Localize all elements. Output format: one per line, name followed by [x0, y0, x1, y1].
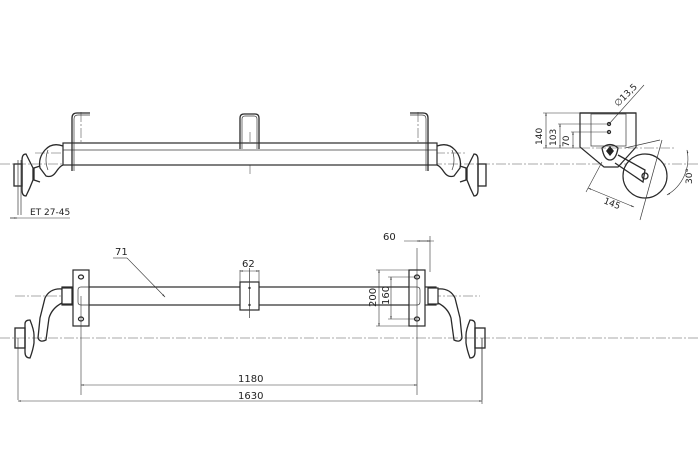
center-block-width-label: 62	[242, 259, 255, 270]
arm-angle-label: 30°	[685, 168, 695, 184]
center-bracket-top	[239, 113, 260, 149]
flange-width-label: 60	[383, 232, 396, 243]
side-height-total-label: 140	[535, 128, 545, 145]
flange-spacing-label: 1180	[238, 374, 263, 385]
side-height-upper-label: 103	[549, 129, 559, 146]
tube-size-label: 71	[115, 247, 128, 258]
top-view: ET 27-45	[0, 112, 700, 219]
triangular-tube	[601, 143, 619, 161]
side-bracket	[579, 112, 637, 168]
wheel-disc	[622, 153, 668, 199]
right-bracket-top	[410, 112, 429, 171]
axle-tube-top	[62, 142, 438, 166]
right-flange	[408, 236, 431, 395]
overall-width-label: 1630	[238, 391, 263, 402]
left-hub-top	[13, 144, 64, 215]
side-view: ∅13,5 140 103 70 145 30°	[535, 82, 695, 221]
side-height-lower-label: 70	[562, 135, 572, 147]
front-view: 71 62 60 200 160 1180 1630	[0, 232, 700, 404]
flange-hole-spacing-label: 160	[381, 286, 392, 305]
offset-dimension-label: ET 27-45	[30, 208, 70, 218]
left-hub-front	[14, 287, 73, 400]
right-hub-top	[436, 144, 487, 197]
flange-height-label: 200	[368, 288, 379, 307]
arm-length-label: 145	[602, 197, 622, 213]
left-bracket-top	[71, 112, 90, 171]
hole-diameter-label: ∅13,5	[613, 82, 640, 109]
left-flange	[72, 269, 90, 395]
